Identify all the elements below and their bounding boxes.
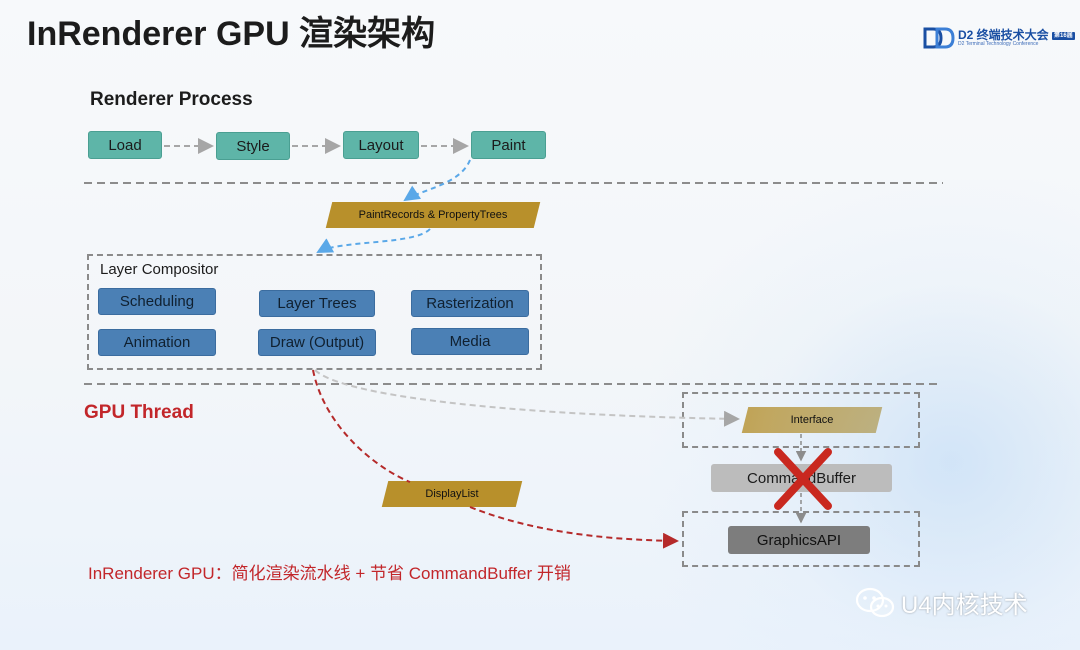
summary-caption: InRenderer GPU：简化渲染流水线 + 节省 CommandBuffe… <box>88 564 571 583</box>
display-list-tag: DisplayList <box>385 481 519 507</box>
conference-logo: D2 终端技术大会 第16届 D2 Terminal Technology Co… <box>923 25 1075 51</box>
compositor-animation: Animation <box>98 329 216 356</box>
watermark-text: U4内核技术 <box>901 592 1028 619</box>
logo-title: D2 终端技术大会 <box>958 28 1049 42</box>
d2-logo-icon <box>923 27 955 49</box>
interface-label: Interface <box>790 414 834 426</box>
arrow-paint-to-records <box>403 159 471 202</box>
watermark: U4内核技术 <box>855 585 1028 620</box>
arrow-draw-to-graphics-api <box>312 369 677 541</box>
layer-compositor-label: Layer Compositor <box>100 261 219 278</box>
interface-tag: Interface <box>745 407 879 433</box>
compositor-layer-trees: Layer Trees <box>259 290 375 317</box>
compositor-rasterization: Rasterization <box>411 290 529 317</box>
step-paint: Paint <box>471 131 546 159</box>
wechat-icon <box>855 587 895 617</box>
logo-main-text: D2 终端技术大会 第16届 <box>958 29 1075 41</box>
graphics-api-node: GraphicsAPI <box>728 526 870 554</box>
paint-records-tag: PaintRecords & PropertyTrees <box>329 202 537 228</box>
compositor-media: Media <box>411 328 529 355</box>
logo-subtitle: D2 Terminal Technology Conference <box>958 41 1039 47</box>
paint-records-label: PaintRecords & PropertyTrees <box>358 209 508 221</box>
step-load: Load <box>88 131 162 159</box>
step-style: Style <box>216 132 290 160</box>
arrow-draw-to-interface <box>314 369 740 427</box>
renderer-process-label: Renderer Process <box>90 89 253 110</box>
layer-compositor-box <box>87 254 542 370</box>
step-layout: Layout <box>343 131 419 159</box>
command-buffer-box: CommandBuffer <box>711 464 892 492</box>
arrow-records-to-compositor <box>316 228 431 253</box>
logo-badge: 第16届 <box>1052 31 1075 40</box>
page-title: InRenderer GPU 渲染架构 <box>27 15 436 53</box>
gpu-thread-label: GPU Thread <box>84 402 194 423</box>
compositor-scheduling: Scheduling <box>98 288 216 315</box>
display-list-label: DisplayList <box>425 488 479 500</box>
compositor-draw-output: Draw (Output) <box>258 329 376 356</box>
